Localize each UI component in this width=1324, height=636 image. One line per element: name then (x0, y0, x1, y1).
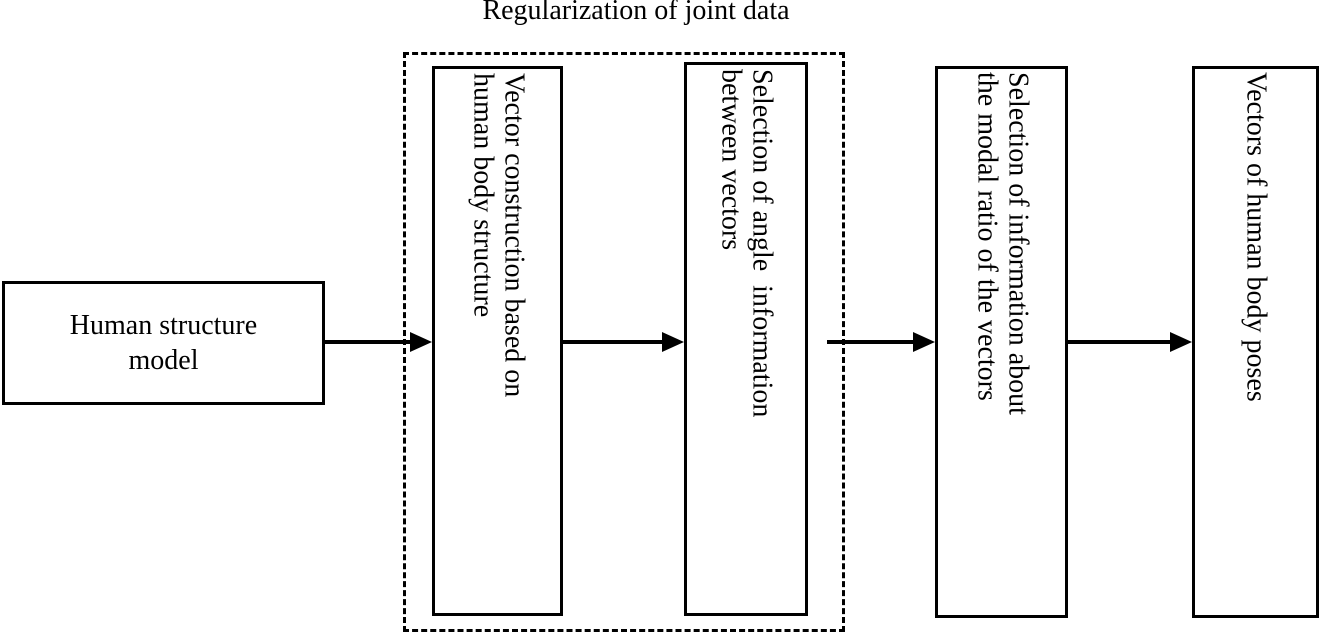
node-label-modal-ratio-selection: Selection of information about the modal… (970, 72, 1033, 415)
connector-arrow-2 (562, 332, 684, 352)
connector-arrow-3 (827, 332, 935, 352)
arrow-head-icon (410, 332, 432, 352)
arrow-shaft (562, 340, 664, 344)
node-human-structure-model[interactable]: Human structure model (2, 281, 325, 405)
arrow-shaft (322, 340, 412, 344)
arrow-shaft (1068, 340, 1172, 344)
arrow-shaft (827, 340, 915, 344)
connector-arrow-4 (1068, 332, 1192, 352)
node-label-vector-construction: Vector construction based on human body … (466, 73, 529, 398)
group-title: Regularization of joint data (482, 0, 790, 26)
node-modal-ratio-selection[interactable]: Selection of information about the modal… (935, 66, 1068, 618)
connector-arrow-1 (322, 332, 432, 352)
node-angle-information-selection[interactable]: Selection of angle information between v… (684, 62, 808, 616)
node-vector-construction[interactable]: Vector construction based on human body … (432, 66, 563, 616)
node-output-vectors[interactable]: Vectors of human body poses (1192, 66, 1319, 618)
node-label-angle-information-selection: Selection of angle information between v… (715, 69, 778, 418)
arrow-head-icon (1170, 332, 1192, 352)
node-label-output-vectors: Vectors of human body poses (1240, 72, 1272, 402)
arrow-head-icon (662, 332, 684, 352)
arrow-head-icon (913, 332, 935, 352)
node-label-human-structure-model: Human structure model (69, 310, 258, 376)
